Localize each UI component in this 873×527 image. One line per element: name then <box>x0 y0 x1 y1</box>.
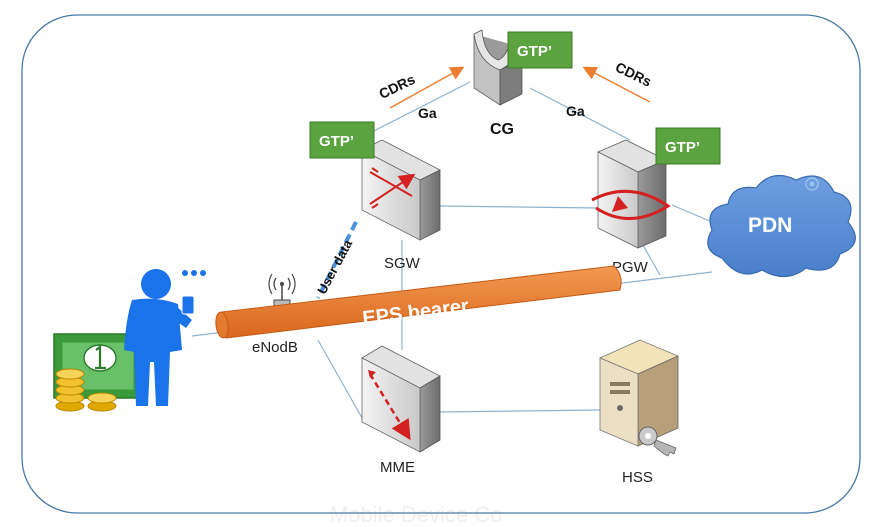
subscriber-person-icon <box>124 269 206 406</box>
ga-left-label: Ga <box>418 105 437 121</box>
cdr-arrow-left <box>389 66 465 109</box>
user-data-label: User data <box>314 237 355 297</box>
sgw-server-icon <box>361 139 441 241</box>
user-data-line <box>316 221 358 299</box>
sgw-node: SGW <box>361 139 441 272</box>
gtp-badge-sgw: GTP’ <box>309 121 375 159</box>
watermark-text: Mobile Device Co <box>330 502 502 527</box>
pgw-label: PGW <box>612 259 649 276</box>
outer-frame <box>21 14 861 514</box>
line-pgw-pdn <box>671 204 713 223</box>
mme-label: MME <box>380 459 415 476</box>
pdn-label: PDN <box>748 214 792 237</box>
enodeb-label: eNodB <box>252 339 298 356</box>
sgw-label: SGW <box>384 255 421 272</box>
hss-node: HSS <box>598 339 680 486</box>
mme-node: MME <box>361 345 441 476</box>
cg-label: CG <box>490 121 514 138</box>
mme-server-icon <box>361 345 441 453</box>
pgw-server-icon <box>591 139 671 249</box>
line-cg-pgw <box>529 87 631 141</box>
gtp-badge-cg-text: GTP’ <box>517 43 552 60</box>
gtp-badge-pgw: GTP’ <box>655 127 721 165</box>
coins-icon <box>55 368 117 412</box>
key-icon <box>638 426 677 457</box>
pgw-node: PGW <box>591 139 671 276</box>
line-sgw-cg <box>359 81 471 139</box>
hss-server-icon <box>598 339 680 447</box>
line-mme-hss <box>439 409 601 413</box>
gtp-badge-pgw-text: GTP’ <box>665 139 700 156</box>
ga-right-label: Ga <box>566 103 585 119</box>
cdrs-left-label: CDRs <box>376 71 417 102</box>
gtp-badge-sgw-text: GTP’ <box>319 133 354 150</box>
line-sgw-pgw <box>439 205 601 209</box>
cdr-arrow-right <box>582 66 651 103</box>
hss-label: HSS <box>622 469 653 486</box>
gtp-badge-cg: GTP’ <box>507 31 573 69</box>
pdn-cloud: PDN <box>707 174 856 278</box>
line-enodeb-mme <box>317 339 363 419</box>
